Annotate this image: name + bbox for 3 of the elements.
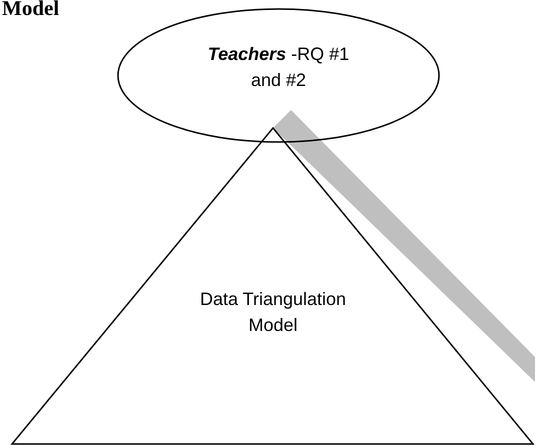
node-label: Data Triangulation Model bbox=[198, 288, 348, 337]
node-label: Teachers -RQ #1 and #2 bbox=[206, 43, 350, 92]
heading: Model bbox=[2, 0, 60, 21]
